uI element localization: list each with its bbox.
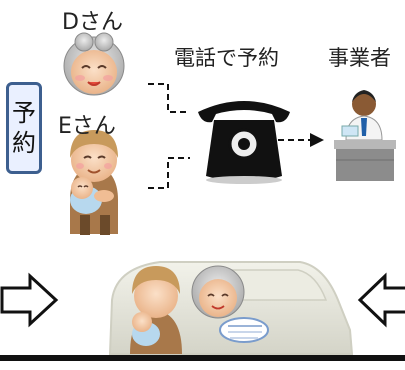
hollow-arrow-left-icon [357,272,405,328]
reservation-badge: 予 約 [6,82,42,174]
van-rider-parent-with-baby [130,266,182,354]
hollow-arrow-right-icon [0,272,59,328]
connector-lines [148,83,310,189]
van-rider-elderly-woman [191,265,245,319]
person-d-label: Dさん [62,10,123,35]
parent-with-baby-icon [70,130,118,235]
office-worker-icon [334,90,396,181]
reservation-char-2: 約 [12,129,36,157]
person-e-label: Eさん [58,114,116,139]
ground-line [0,355,405,361]
business-operator-label: 事業者 [328,46,391,70]
phone-reservation-label: 電話で予約 [174,46,279,70]
telephone-icon [198,101,290,184]
reservation-char-1: 予 [12,99,36,127]
elderly-woman-icon [63,32,125,96]
arrowhead-right-small [310,133,324,147]
